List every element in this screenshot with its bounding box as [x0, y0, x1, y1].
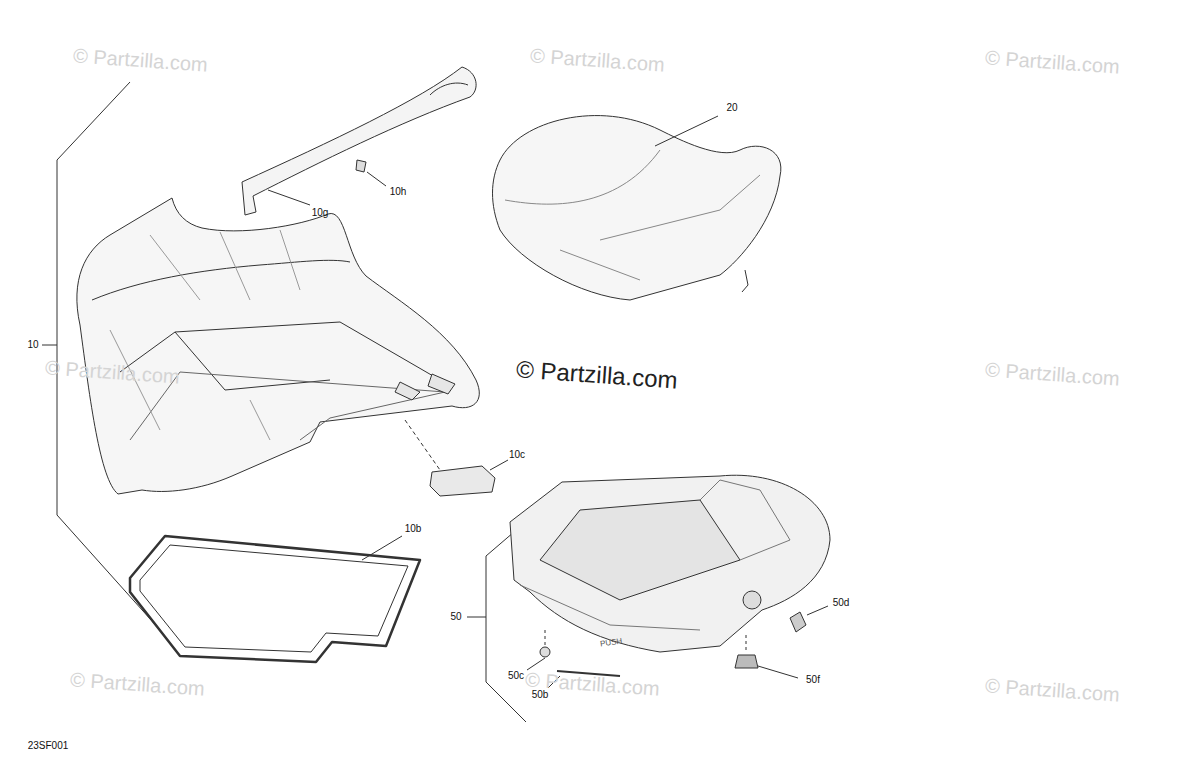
- seat-tabs: [395, 374, 455, 400]
- callout-number: 50c: [508, 671, 524, 681]
- strap-detail: [430, 83, 468, 95]
- gasket-inner: [140, 545, 408, 652]
- gasket: [130, 536, 420, 662]
- leader-line: [467, 617, 486, 618]
- watermark: © Partzilla.com: [984, 359, 1120, 388]
- callout-number: 50b: [532, 690, 549, 700]
- bumper: [735, 655, 758, 668]
- watermark: © Partzilla.com: [69, 669, 205, 698]
- seat-seam: [92, 260, 350, 300]
- leader-line: [268, 190, 310, 205]
- callout-number: 10h: [390, 187, 407, 197]
- leader-line: [42, 345, 57, 346]
- leader-line: [655, 116, 718, 146]
- callout-number: 50f: [806, 675, 820, 685]
- seat-contour: [110, 230, 300, 440]
- leader-line: [362, 536, 402, 560]
- rear-seat-strap: [742, 270, 748, 292]
- leader-line: [758, 666, 798, 678]
- callout-number: 10: [27, 340, 38, 350]
- part-marking: PUSH: [599, 637, 622, 648]
- base-detail: [520, 480, 790, 630]
- callout-number: 10b: [405, 524, 422, 534]
- callout-number: 50: [450, 612, 461, 622]
- rear-seat: [493, 116, 781, 300]
- leader-line: [527, 658, 545, 670]
- figure-code: 23SF001: [28, 741, 69, 751]
- leader-line: [367, 172, 386, 186]
- clip: [356, 160, 366, 172]
- callout-number: 20: [726, 103, 737, 113]
- leader-line: [807, 606, 828, 615]
- strap: [242, 67, 476, 215]
- assembly-line: [746, 635, 747, 652]
- watermark: © Partzilla.com: [72, 45, 208, 74]
- watermark: © Partzilla.com: [516, 357, 679, 392]
- watermark: © Partzilla.com: [529, 45, 665, 74]
- watermark: © Partzilla.com: [984, 675, 1120, 704]
- assembly-line: [405, 420, 440, 470]
- nut: [540, 647, 550, 657]
- callout-number: 50d: [833, 598, 850, 608]
- assembly-line: [545, 630, 546, 645]
- main-seat: [77, 198, 479, 494]
- watermark: © Partzilla.com: [984, 47, 1120, 76]
- base-bumper: [743, 591, 761, 609]
- latch: [430, 466, 495, 496]
- callout-number: 10c: [509, 450, 525, 460]
- callout-number: 10g: [312, 208, 329, 218]
- rear-seat-seam: [505, 150, 760, 280]
- seat-base: [510, 475, 830, 652]
- leader-line: [490, 460, 508, 470]
- clip: [790, 612, 806, 632]
- base-plate: [540, 500, 740, 600]
